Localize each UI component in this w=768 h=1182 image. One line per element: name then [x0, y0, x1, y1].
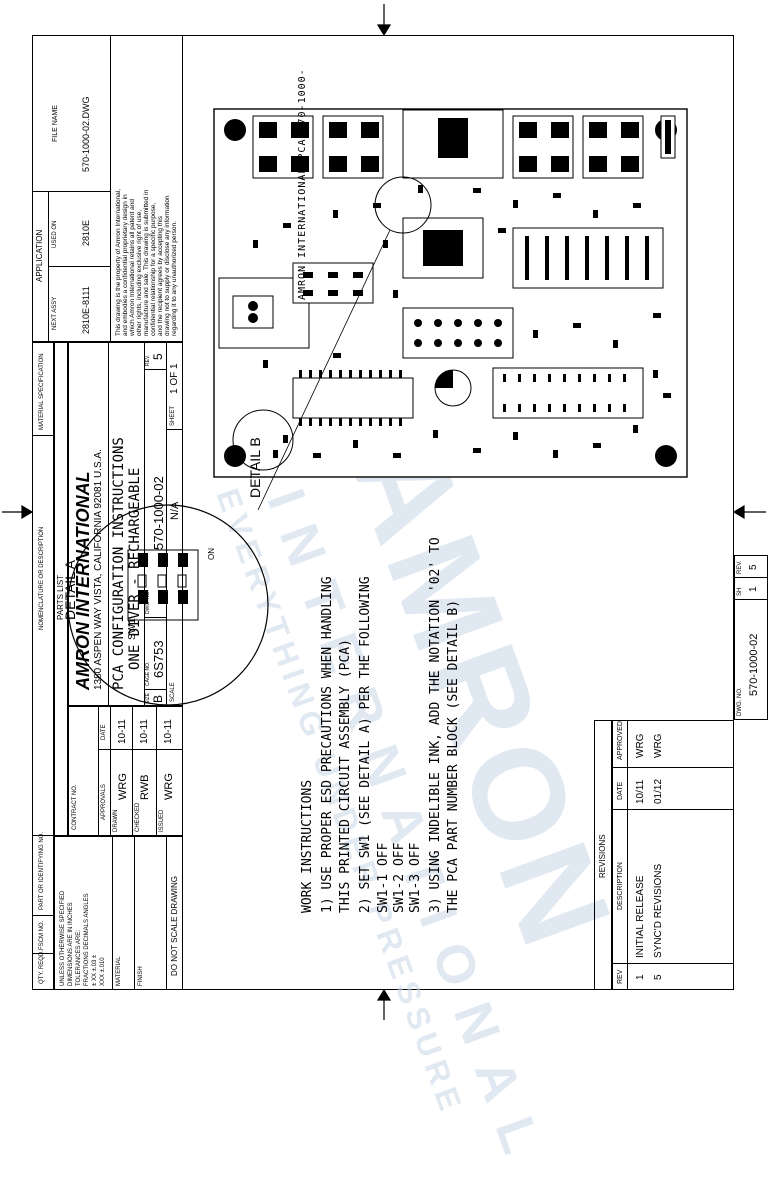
- rev-row2-approved: WRG: [653, 733, 664, 758]
- issued-label: ISSUED: [159, 809, 165, 832]
- date-label: DATE: [101, 724, 107, 740]
- col-material: MATERIAL SPECIFICATION: [39, 353, 45, 430]
- drawn-date: 10-11: [117, 719, 128, 744]
- rev-row1-desc: INITIAL RELEASE: [635, 875, 646, 958]
- pcb-drawing: [213, 108, 688, 478]
- rev-row2-desc: SYNC'D REVISIONS: [653, 863, 664, 958]
- file-name-value: 570-1000-02.DWG: [81, 96, 91, 172]
- rev-row1-date: 10/11: [635, 779, 646, 804]
- tolerance-line-5: ± XX ±.03 ±: [92, 954, 98, 986]
- approvals-label: APPROVALS: [101, 784, 107, 820]
- rev-strip-rev: 5: [748, 564, 759, 570]
- rev-col-desc: DESCRIPTION: [617, 862, 624, 910]
- issued-by: WRG: [163, 773, 175, 800]
- rev-strip-dwg-no: 570-1000-02: [748, 633, 760, 696]
- application-label: APPLICATION: [35, 229, 44, 282]
- instruction-line-8: THE PCA PART NUMBER BLOCK (SEE DETAIL B): [446, 599, 461, 913]
- drawn-label: DRAWN: [113, 809, 119, 832]
- cage-value: 6S753: [151, 640, 166, 678]
- scale-value: N/A: [169, 501, 181, 520]
- used-on-value: 2810E: [81, 219, 91, 246]
- checked-label: CHECKED: [135, 802, 141, 832]
- rev-strip-rev-label: REV.: [737, 560, 743, 574]
- contract-no-label: CONTRACT NO.: [72, 784, 78, 830]
- col-qty: QTY. REQD.: [39, 950, 45, 984]
- rev-col-rev: REV: [617, 969, 624, 984]
- rev-row1-rev: 1: [635, 974, 646, 980]
- tolerance-line-4: FRACTIONS DECIMALS ANGLES: [84, 893, 90, 986]
- issued-date: 10-11: [163, 719, 174, 744]
- dwg-label: DWG. NO.: [145, 590, 151, 614]
- rev-col-approved: APPROVED: [617, 721, 624, 760]
- next-assy-label: NEXT ASSY: [52, 296, 58, 330]
- drawing-sheet: AMRON INTERNATIONAL EVERYTHING UNDER PRE…: [2, 4, 768, 1181]
- checked-by: RWB: [139, 774, 151, 800]
- switch-on-label: ON: [207, 548, 216, 560]
- revisions-table: REVISIONS REV DESCRIPTION DATE APPROVED …: [594, 720, 734, 990]
- tolerance-line-2: DIMENSIONS ARE IN INCHES: [68, 902, 74, 986]
- rev-row2-date: 01/12: [653, 778, 664, 804]
- revisions-header: REVISIONS: [598, 834, 607, 878]
- material-label: MATERIAL: [116, 956, 122, 986]
- tolerance-line-6: XXX ±.010: [100, 957, 106, 986]
- rev-row1-approved: WRG: [635, 733, 646, 758]
- instruction-line-7: 3) USING INDELIBLE INK, ADD THE NOTATION…: [428, 537, 443, 913]
- sheet-label: SHEET: [170, 405, 176, 426]
- instruction-line-6: SW1-3 OFF: [408, 842, 423, 913]
- sheet-value: 1 OF 1: [169, 363, 180, 394]
- drawn-by: WRG: [117, 773, 129, 800]
- size-value: B: [151, 694, 165, 703]
- instruction-line-3: 2) SET SW1 (SEE DETAIL A) PER THE FOLLOW…: [358, 576, 373, 913]
- application-block: APPLICATION NEXT ASSY 2810E-8111 USED ON…: [32, 35, 183, 342]
- instruction-line-4: SW1-1 OFF: [376, 842, 391, 913]
- scale-label: SCALE: [170, 682, 176, 702]
- rev-value: 5: [151, 353, 165, 360]
- pcb-outline: [213, 108, 688, 478]
- instruction-line-1: 1) USE PROPER ESD PRECAUTIONS WHEN HANDL…: [320, 576, 335, 913]
- finish-label: FINISH: [138, 966, 144, 986]
- rev-strip-sh: 1: [748, 586, 759, 592]
- rev-row2-rev: 5: [653, 974, 664, 980]
- rev-strip-sh-label: SH: [737, 587, 743, 596]
- company-name: AMRON INTERNATIONAL: [73, 471, 93, 690]
- do-not-scale: DO NOT SCALE DRAWING: [170, 875, 179, 976]
- parts-list-label: PARTS LIST: [56, 574, 65, 620]
- tolerance-line-1: UNLESS OTHERWISE SPECIFIED: [60, 890, 66, 986]
- col-fscm: FSCM NO.: [39, 920, 45, 950]
- instruction-line-5: SW1-2 OFF: [392, 842, 407, 913]
- instructions-title: WORK INSTRUCTIONS: [300, 779, 315, 913]
- checked-date: 10-11: [139, 719, 150, 744]
- next-assy-value: 2810E-8111: [81, 286, 91, 334]
- rev-dwg-strip: DWG. NO. 570-1000-02 SH 1 REV. 5: [734, 555, 768, 720]
- tolerance-line-3: TOLERANCES ARE:: [76, 930, 82, 986]
- used-on-label: USED ON: [52, 220, 58, 248]
- rev-strip-dwg-label: DWG. NO.: [737, 687, 743, 716]
- drawing-title-line1: PCA CONFIGURATION INSTRUCTIONS: [111, 437, 127, 690]
- title-block: QTY. REQD. FSCM NO. PART OR IDENTIFYING …: [32, 342, 183, 990]
- instruction-line-2: THIS PRINTED CIRCUIT ASSEMBLY (PCA): [338, 639, 353, 913]
- pcb-label: AMRON INTERNATIONAL PCA 570-1000-: [297, 68, 308, 300]
- rev-col-date: DATE: [617, 781, 624, 800]
- work-instructions: WORK INSTRUCTIONS 1) USE PROPER ESD PREC…: [293, 535, 483, 925]
- company-address: 1380 ASPEN WAY VISTA, CALIFORNIA 92081 U…: [93, 449, 104, 690]
- drawing-title-line2: ONE DIVER - RECHARGEABLE: [127, 467, 143, 670]
- detail-b-label: DETAIL B: [247, 437, 263, 498]
- col-part: PART OR IDENTIFYING NO.: [39, 831, 45, 910]
- file-name-label: FILE NAME: [52, 105, 59, 142]
- col-nomen: NOMENCLATURE OR DESCRIPTION: [39, 526, 45, 630]
- dwg-value: 570-1000-02: [151, 476, 166, 550]
- drawing-page: AMRON INTERNATIONAL EVERYTHING UNDER PRE…: [2, 4, 768, 1181]
- center-marks: [2, 4, 766, 1020]
- proprietary-line-9: regarding it to any unauthorized person.: [171, 221, 178, 336]
